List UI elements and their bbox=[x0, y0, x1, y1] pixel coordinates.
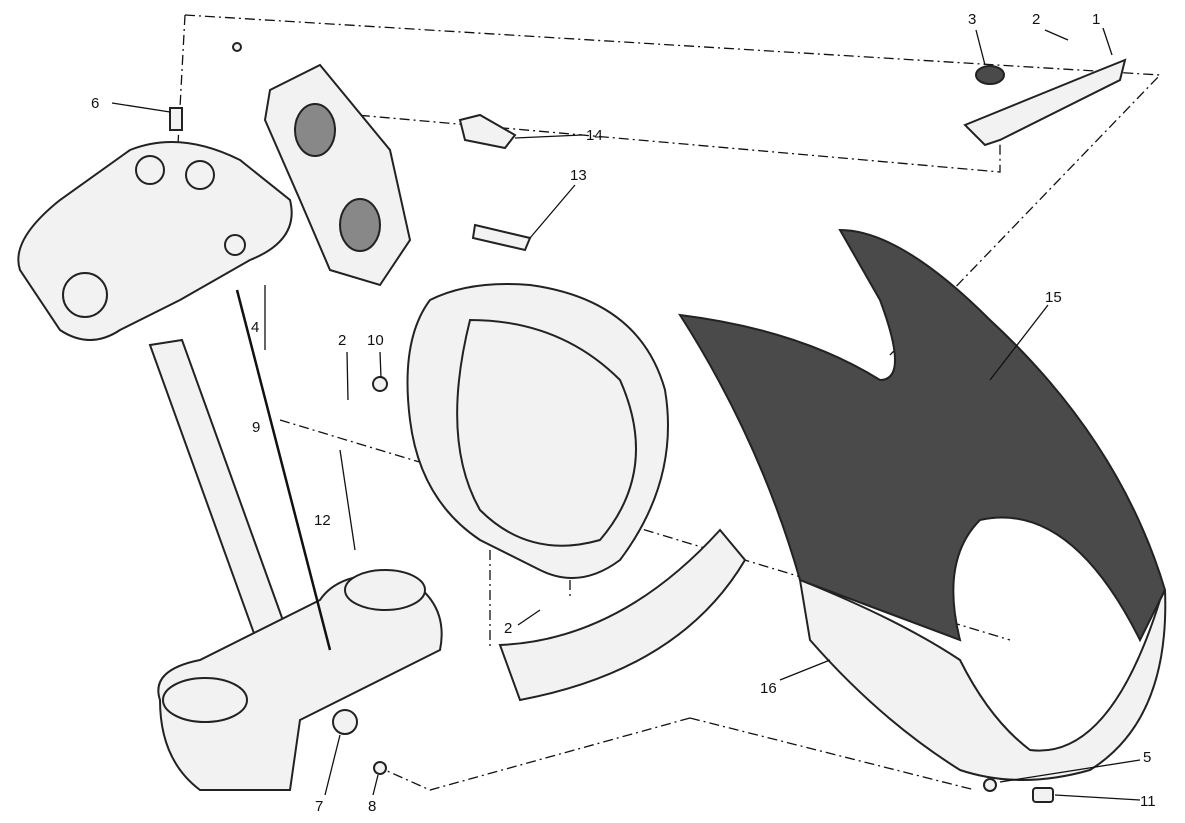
callout-6: 6 bbox=[91, 95, 99, 112]
small-parts bbox=[169, 42, 1054, 803]
callout-1: 1 bbox=[1092, 11, 1100, 28]
steering-stem bbox=[148, 338, 292, 652]
callout-16: 16 bbox=[760, 680, 777, 697]
callout-7: 7 bbox=[315, 798, 323, 815]
callout-labels: 1 2 3 2 6 14 13 15 4 2 10 9 12 2 16 5 11… bbox=[91, 11, 1156, 815]
callout-12: 12 bbox=[314, 512, 331, 529]
callout-4: 4 bbox=[251, 319, 259, 336]
callout-3: 3 bbox=[968, 11, 976, 28]
callout-2: 2 bbox=[338, 332, 346, 349]
callout-11: 11 bbox=[1140, 793, 1156, 810]
upper-triple-clamp bbox=[17, 141, 293, 341]
callout-9: 9 bbox=[252, 419, 260, 436]
callout-2: 2 bbox=[504, 620, 512, 637]
callout-8: 8 bbox=[368, 798, 376, 815]
callout-5: 5 bbox=[1143, 749, 1151, 766]
callout-2: 2 bbox=[1032, 11, 1040, 28]
callout-14: 14 bbox=[586, 127, 603, 144]
leader-lines bbox=[111, 27, 1141, 801]
callout-13: 13 bbox=[570, 167, 587, 184]
headlight-lower-trim bbox=[498, 528, 747, 702]
headlight bbox=[406, 283, 669, 579]
instrument-bracket bbox=[263, 63, 412, 287]
callout-15: 15 bbox=[1045, 289, 1062, 306]
headlight-fairing bbox=[678, 228, 1167, 643]
lower-triple-clamp bbox=[157, 569, 443, 791]
fairing-lower-shell bbox=[798, 578, 1167, 781]
callout-10: 10 bbox=[367, 332, 384, 349]
fairing-bracket bbox=[963, 58, 1127, 147]
